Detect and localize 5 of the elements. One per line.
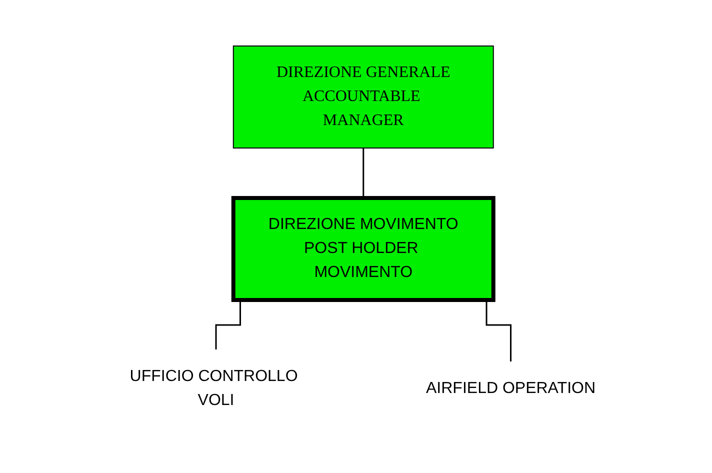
connector	[362, 146, 364, 198]
node-text: UFFICIO CONTROLLO VOLI	[130, 368, 298, 408]
node-text: AIRFIELD OPERATION	[426, 380, 596, 396]
node-box: DIREZIONE GENERALE ACCOUNTABLE MANAGER	[233, 45, 494, 148]
node-box: DIREZIONE MOVIMENTO POST HOLDER MOVIMENTO	[232, 196, 496, 302]
